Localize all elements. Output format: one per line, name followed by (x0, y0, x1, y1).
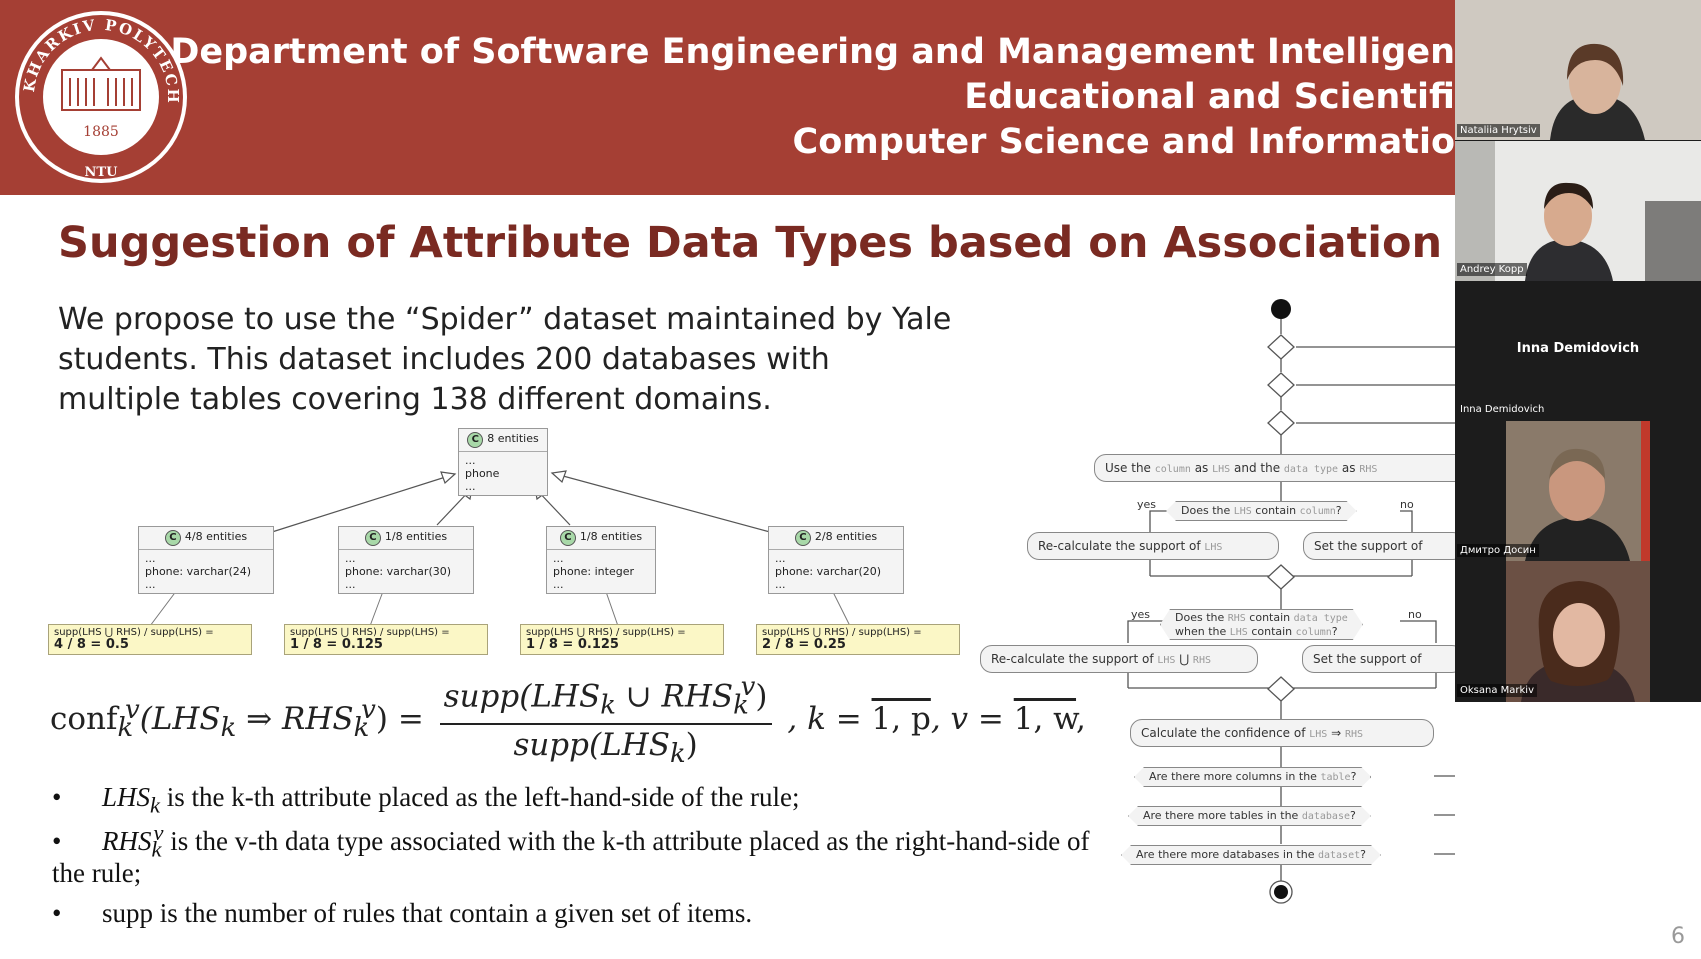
intro-paragraph: We propose to use the “Spider” dataset m… (58, 302, 952, 417)
note-formula: supp(LHS ⋃ RHS) / supp(LHS) = (526, 627, 686, 638)
entity-header: 1/8 entities (579, 530, 643, 543)
entity-line: ... (553, 552, 564, 565)
flow-decision-tables: Are there more tables in the database? (1128, 806, 1371, 826)
entity-line: phone: varchar(20) (775, 565, 882, 578)
entity-line: phone: varchar(30) (345, 565, 452, 578)
note-value: 4 / 8 = 0.5 (54, 637, 129, 652)
video-tile[interactable]: Дмитро Досин (1455, 421, 1701, 561)
uml-note: supp(LHS ⋃ RHS) / supp(LHS) = 4 / 8 = 0.… (48, 624, 252, 655)
flow-no-label: no (1400, 498, 1414, 511)
university-logo: KHARKIV POLYTECHNIC INSTITUTE 1885 NTU (4, 0, 190, 186)
video-tile[interactable]: Oksana Markiv (1455, 561, 1701, 702)
video-tile[interactable]: Nataliia Hrytsiv (1455, 0, 1701, 140)
entity-header: 1/8 entities (384, 530, 448, 543)
flow-decision-lhs: Does the LHS contain column? (1166, 501, 1357, 521)
bullet-item: •RHSkv is the v-th data type associated … (52, 820, 1090, 862)
flow-yes-label: yes (1137, 498, 1157, 511)
flow-step-use-column: Use the column as LHS and the data type … (1094, 454, 1476, 482)
video-tile[interactable]: Inna Demidovich Inna Demidovich (1455, 283, 1701, 419)
entity-line: ... (145, 552, 156, 565)
participant-name: Oksana Markiv (1457, 684, 1537, 697)
entity-line: ... (465, 454, 476, 467)
slide-header: Department of Software Engineering and M… (0, 0, 1455, 195)
participant-name: Nataliia Hrytsiv (1457, 124, 1540, 137)
class-badge-icon: C (559, 530, 576, 546)
participant-name: Inna Demidovich (1460, 404, 1545, 415)
flow-step-set-support-1: Set the support of (1303, 532, 1465, 560)
flow-step-set-support-2: Set the support of (1302, 645, 1464, 673)
participant-name: Дмитро Досин (1457, 544, 1539, 557)
flow-decision-columns: Are there more columns in the table? (1134, 767, 1371, 787)
entity-header: 4/8 entities (184, 530, 248, 543)
class-badge-icon: C (467, 432, 484, 448)
entity-line: phone (465, 467, 500, 480)
entity-line: ... (345, 552, 356, 565)
logo-abbr: NTU (85, 165, 119, 180)
participant-video (1455, 141, 1701, 281)
slide-title: Suggestion of Attribute Data Types based… (58, 218, 1591, 268)
note-value: 1 / 8 = 0.125 (290, 637, 383, 652)
note-formula: supp(LHS ⋃ RHS) / supp(LHS) = (290, 627, 450, 638)
formula-fraction: supp(LHSk ∪ RHSkv) supp(LHSk) (439, 672, 772, 769)
uml-note: supp(LHS ⋃ RHS) / supp(LHS) = 2 / 8 = 0.… (756, 624, 960, 655)
entity-header: 2/8 entities (814, 530, 878, 543)
flow-step-recalc-lhs: Re-calculate the support of LHS (1027, 532, 1279, 560)
header-line-3: Computer Science and Informatio (792, 122, 1455, 162)
flowchart-connectors (1127, 299, 1455, 904)
uml-note: supp(LHS ⋃ RHS) / supp(LHS) = 1 / 8 = 0.… (284, 624, 488, 655)
header-line-2: Educational and Scientifi (964, 77, 1455, 117)
video-participants-panel: Nataliia Hrytsiv Andrey Kopp Inna Demido… (1455, 0, 1701, 702)
participant-video (1506, 561, 1650, 702)
entity-line: ... (553, 578, 564, 591)
entity-line: ... (775, 578, 786, 591)
class-badge-icon: C (164, 530, 181, 546)
entity-line: phone: varchar(24) (145, 565, 252, 578)
page-number: 6 (1671, 924, 1685, 949)
confidence-formula: confkv(LHSk ⇒ RHSkv) = supp(LHSk ∪ RHSkv… (50, 672, 1086, 769)
bullet-continuation: the rule; (52, 858, 142, 888)
participant-title: Inna Demidovich (1516, 341, 1640, 356)
class-badge-icon: C (364, 530, 381, 546)
entity-line: phone: integer (553, 565, 635, 578)
flow-no-label: no (1408, 608, 1422, 621)
participant-video (1506, 421, 1650, 561)
bullet-item: •LHSk is the k-th attribute placed as th… (52, 782, 800, 818)
note-formula: supp(LHS ⋃ RHS) / supp(LHS) = (54, 627, 214, 638)
note-formula: supp(LHS ⋃ RHS) / supp(LHS) = (762, 627, 922, 638)
entity-line: ... (345, 578, 356, 591)
flow-step-recalc-union: Re-calculate the support of LHS ⋃ RHS (980, 645, 1258, 673)
bullet-item: •supp is the number of rules that contai… (52, 898, 753, 928)
flow-step-calc-confidence: Calculate the confidence of LHS ⇒ RHS (1130, 719, 1434, 747)
logo-year: 1885 (83, 124, 119, 140)
entity-header: 8 entities (487, 432, 539, 445)
class-badge-icon: C (794, 530, 811, 546)
uml-note: supp(LHS ⋃ RHS) / supp(LHS) = 1 / 8 = 0.… (520, 624, 724, 655)
entity-line: ... (145, 578, 156, 591)
participant-video (1455, 0, 1701, 140)
entity-line: ... (465, 480, 476, 493)
note-value: 2 / 8 = 0.25 (762, 637, 846, 652)
video-tile[interactable]: Andrey Kopp (1455, 141, 1701, 281)
note-value: 1 / 8 = 0.125 (526, 637, 619, 652)
entity-line: ... (775, 552, 786, 565)
flow-yes-label: yes (1131, 608, 1151, 621)
flow-decision-rhs: Does the RHS contain data type when the … (1160, 609, 1363, 640)
participant-name: Andrey Kopp (1457, 263, 1527, 276)
header-line-1: Department of Software Engineering and M… (170, 32, 1455, 72)
flow-decision-databases: Are there more databases in the dataset? (1121, 845, 1381, 865)
